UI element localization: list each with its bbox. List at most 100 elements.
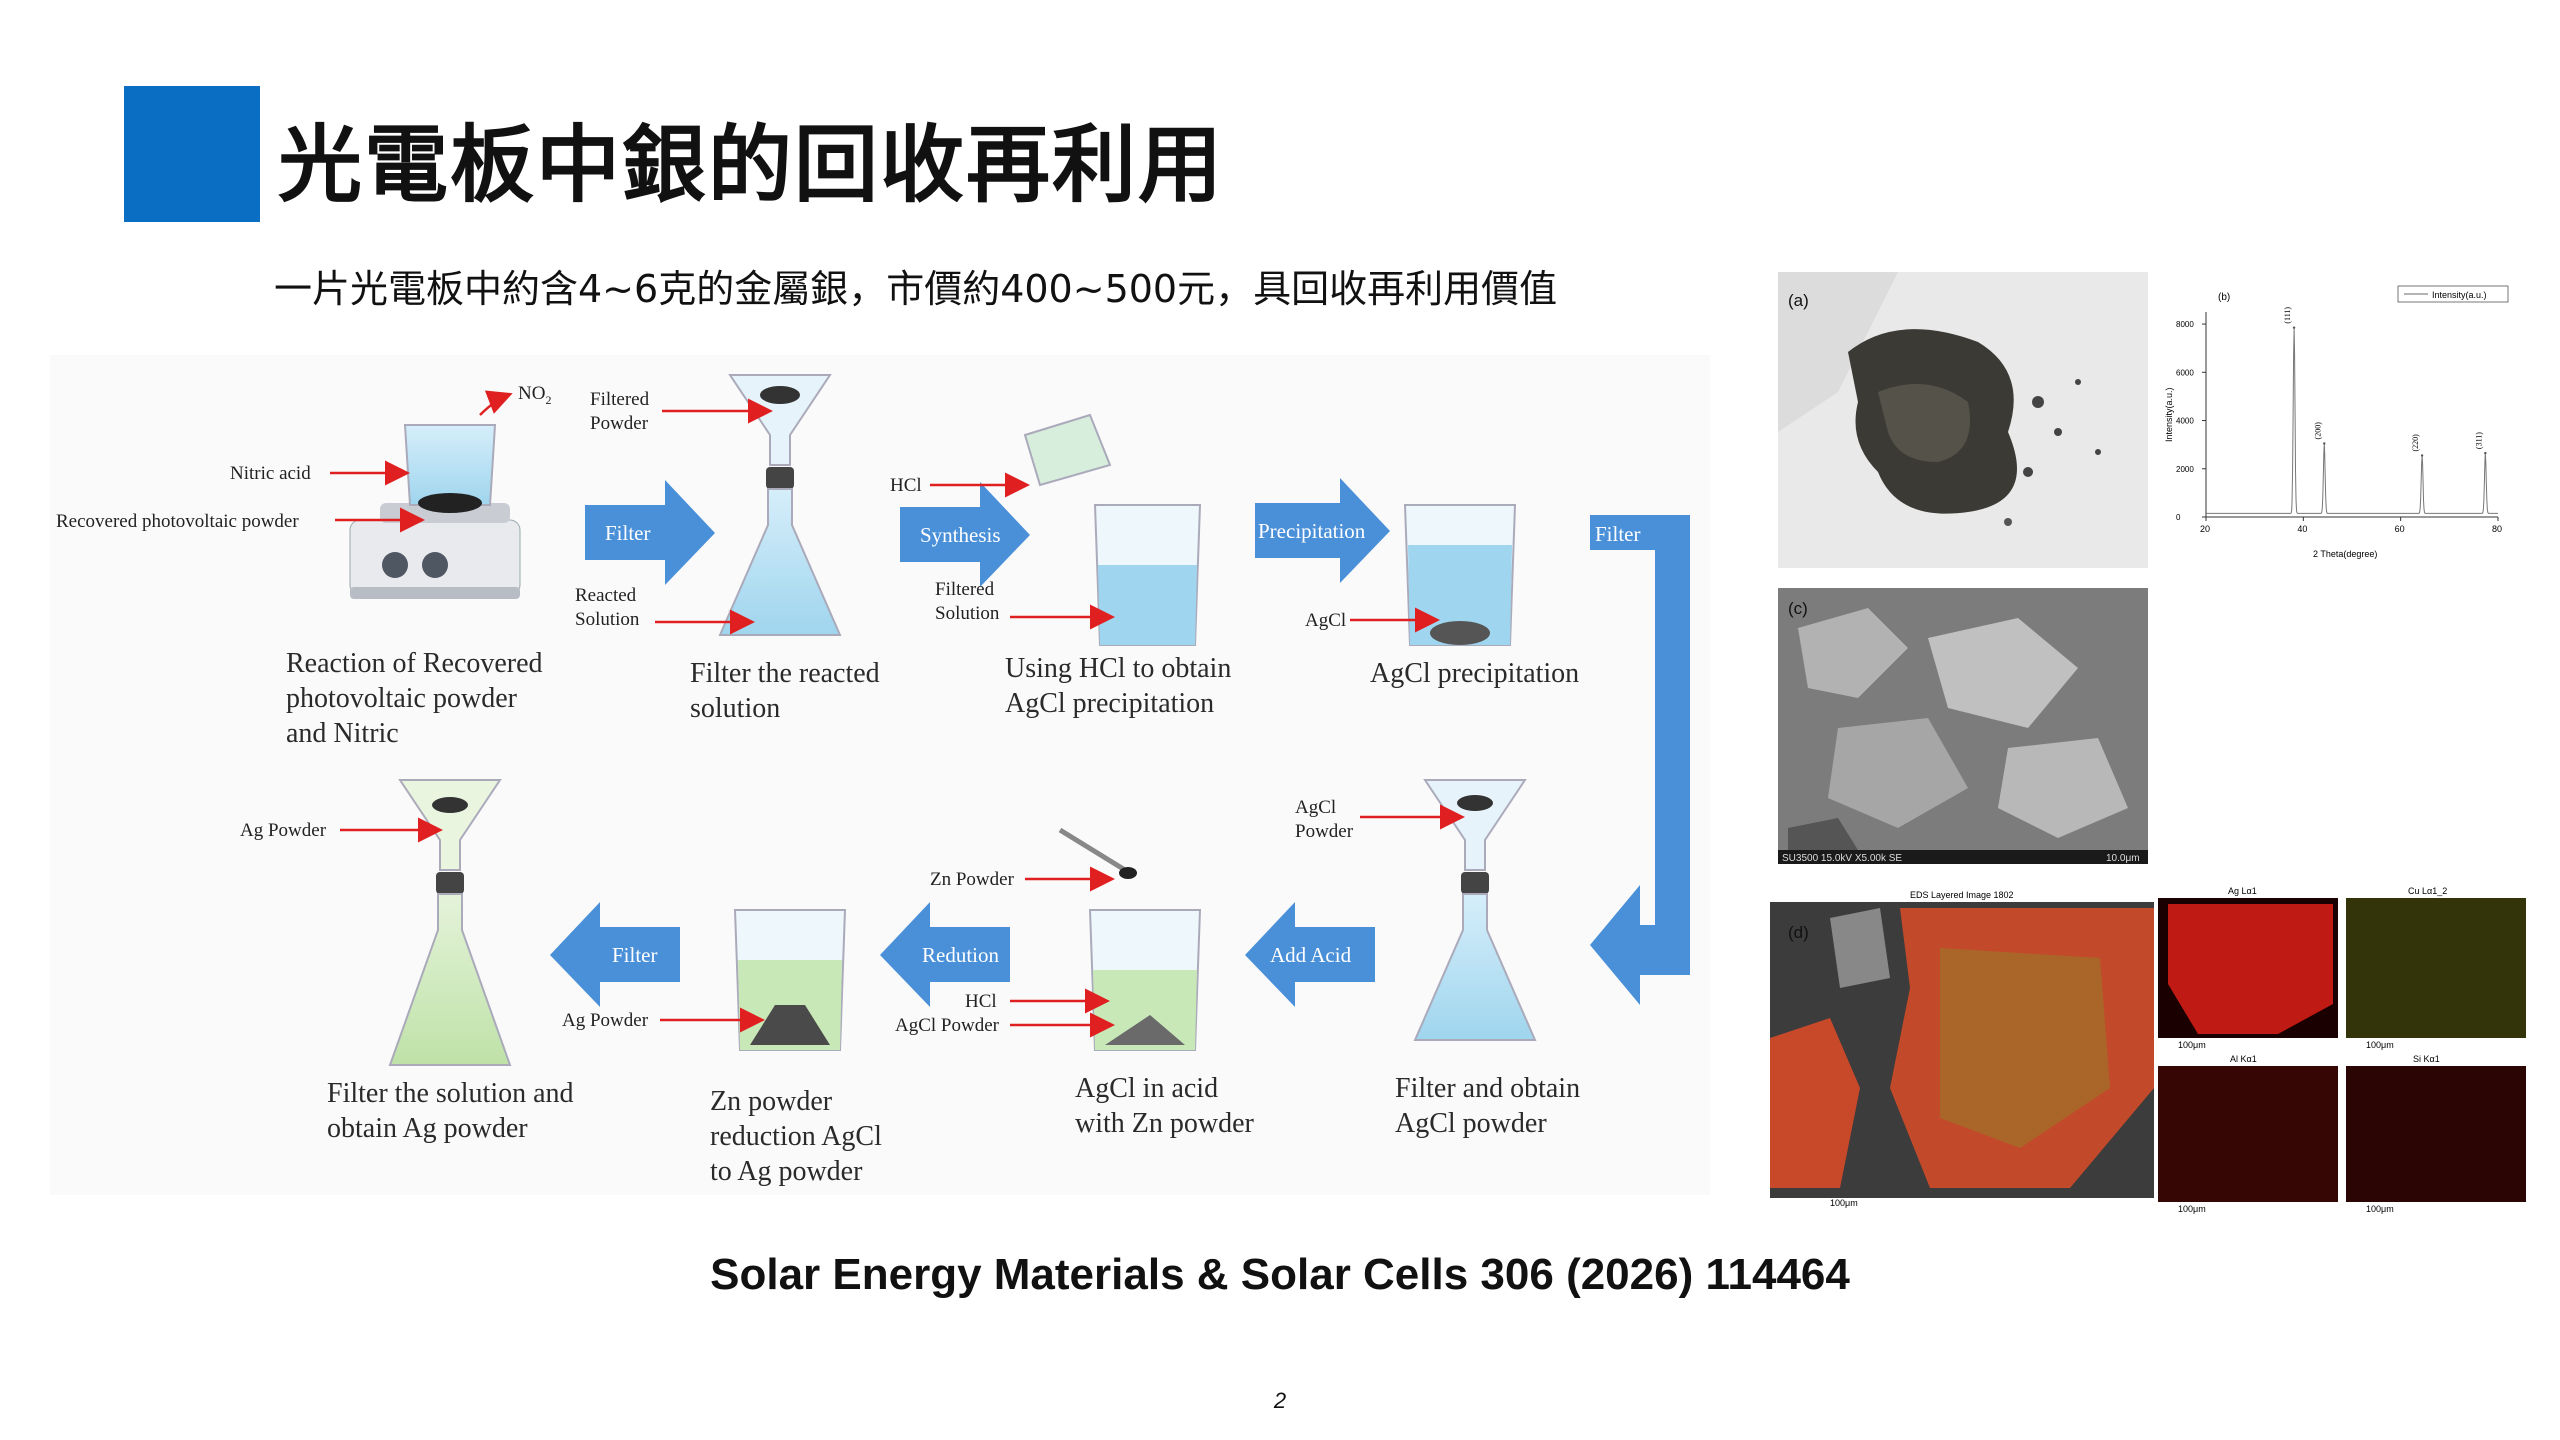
arrow-add-acid: Add Acid bbox=[1245, 902, 1375, 1007]
arrow-synthesis: Synthesis bbox=[900, 482, 1030, 587]
y-tick-label: 6000 bbox=[2176, 368, 2194, 377]
arrow-precipitation: Precipitation bbox=[1255, 478, 1390, 583]
svg-text:Synthesis: Synthesis bbox=[920, 523, 1001, 547]
y-tick-label: 2000 bbox=[2176, 465, 2194, 474]
step5-caption: Filter and obtain AgCl powder bbox=[1395, 1073, 1587, 1139]
arrow-filter-final: Filter bbox=[550, 902, 680, 1007]
panel-a-label: (a) bbox=[1788, 291, 1809, 310]
xrd-peak-point bbox=[2484, 451, 2487, 455]
arrow-redution: Redution bbox=[880, 902, 1010, 1007]
label-filtered-solution-2: Solution bbox=[935, 603, 1000, 624]
label-ag-powder-2: Ag Powder bbox=[240, 820, 327, 841]
step7-beaker bbox=[733, 909, 847, 1051]
label-agcl-powder: AgCl Powder bbox=[895, 1015, 1000, 1036]
map-title-si: Si Kα1 bbox=[2413, 1054, 2440, 1064]
citation: Solar Energy Materials & Solar Cells 306… bbox=[710, 1250, 1850, 1299]
x-tick-label: 40 bbox=[2297, 524, 2307, 534]
xrd-peak-point bbox=[2323, 442, 2326, 445]
xrd-chart: (b) Intensity(a.u.) 20 40 60 80 0 2000 4000 600… bbox=[2158, 272, 2518, 568]
step3-beaker bbox=[1023, 413, 1202, 646]
arrow-filter-1: Filter bbox=[585, 480, 715, 585]
label-agcl: AgCl bbox=[1305, 610, 1346, 631]
label-zn-powder: Zn Powder bbox=[930, 869, 1015, 890]
label-powder: Powder bbox=[590, 413, 649, 434]
step5-funnel-flask bbox=[1413, 779, 1537, 1041]
label-reacted: Reacted bbox=[575, 585, 637, 606]
xrd-peak-label: (220) bbox=[2411, 434, 2420, 452]
xrd-peak-point bbox=[2420, 454, 2424, 457]
sem-scale: 10.0μm bbox=[2106, 853, 2140, 864]
xrd-peak-label: (111) bbox=[2283, 307, 2292, 324]
sem-info: SU3500 15.0kV X5.00k SE bbox=[1782, 853, 1902, 864]
eds-layered-image: EDS Layered Image 1802 (d) 100μm bbox=[1770, 888, 2154, 1208]
step6-caption: AgCl in acid with Zn powder bbox=[1075, 1073, 1255, 1139]
xrd-peak-label: (311) bbox=[2474, 432, 2483, 449]
y-tick-label: 0 bbox=[2176, 513, 2181, 522]
label-no2: NO2 bbox=[518, 383, 551, 407]
label-hcl: HCl bbox=[890, 475, 922, 496]
label-filtered: Filtered bbox=[590, 389, 650, 410]
chart-plot-area: (111) (200) (220) (311) bbox=[2206, 307, 2498, 514]
panel-c-label: (c) bbox=[1788, 599, 1808, 618]
step3-caption: Using HCl to obtain AgCl precipitation bbox=[1005, 653, 1238, 719]
eds-scale: 100μm bbox=[1830, 1198, 1858, 1208]
eds-title: EDS Layered Image 1802 bbox=[1910, 890, 2014, 900]
map-ag-scale: 100μm bbox=[2178, 1040, 2206, 1050]
label-nitric-acid: Nitric acid bbox=[230, 463, 311, 484]
x-tick-label: 80 bbox=[2492, 524, 2502, 534]
chart-axes: 20 40 60 80 0 2000 4000 6000 8000 bbox=[2176, 312, 2502, 534]
silver-recovery-flow-diagram: Nitric acid Recovered photovoltaic powde… bbox=[50, 355, 1710, 1195]
step1-hotplate-beaker bbox=[349, 424, 521, 599]
map-title-al: Al Kα1 bbox=[2230, 1054, 2257, 1064]
xrd-peak-point bbox=[2292, 326, 2296, 329]
title-accent-block bbox=[124, 86, 260, 222]
step2-caption: Filter the reacted solution bbox=[690, 658, 887, 724]
svg-text:Redution: Redution bbox=[922, 943, 999, 967]
label-powder-2: Powder bbox=[1295, 821, 1354, 842]
chart-legend: Intensity(a.u.) bbox=[2397, 285, 2509, 303]
y-tick-label: 4000 bbox=[2176, 417, 2194, 426]
step4-caption: AgCl precipitation bbox=[1370, 658, 1579, 689]
svg-text:Add Acid: Add Acid bbox=[1270, 943, 1352, 967]
map-si-scale: 100μm bbox=[2366, 1204, 2394, 1214]
svg-text:Filter: Filter bbox=[612, 943, 658, 967]
panel-d-label: (d) bbox=[1788, 923, 1809, 942]
label-solution: Solution bbox=[575, 609, 640, 630]
x-axis-label: 2 Theta(degree) bbox=[2313, 549, 2377, 559]
sem-image: SU3500 15.0kV X5.00k SE 10.0μm (c) bbox=[1778, 588, 2148, 864]
xrd-series-line bbox=[2206, 327, 2498, 514]
step8-funnel-flask bbox=[388, 779, 512, 1066]
step1-caption: Reaction of Recovered photovoltaic powde… bbox=[286, 648, 550, 749]
y-tick-label: 8000 bbox=[2176, 320, 2194, 329]
step8-caption: Filter the solution and obtain Ag powder bbox=[327, 1078, 581, 1144]
arrow-filter-bend: Filter bbox=[1590, 515, 1690, 1005]
knob-icon bbox=[382, 552, 408, 578]
page-number: 2 bbox=[1273, 1388, 1287, 1413]
label-hcl-2: HCl bbox=[965, 991, 997, 1012]
label-agcl-2: AgCl bbox=[1295, 797, 1336, 818]
x-tick-label: 20 bbox=[2200, 524, 2210, 534]
panel-b-label: (b) bbox=[2218, 292, 2230, 303]
svg-text:Filter: Filter bbox=[1595, 522, 1641, 546]
map-cu-scale: 100μm bbox=[2366, 1040, 2394, 1050]
page-title: 光電板中銀的回收再利用 bbox=[278, 116, 1225, 214]
svg-text:Filter: Filter bbox=[605, 521, 651, 545]
map-al-scale: 100μm bbox=[2178, 1204, 2206, 1214]
photo-silver-powder: (a) bbox=[1778, 272, 2148, 568]
step7-caption: Zn powder reduction AgCl to Ag powder bbox=[710, 1086, 889, 1187]
xrd-peak-label: (200) bbox=[2313, 422, 2322, 440]
label-filtered-solution-1: Filtered bbox=[935, 579, 995, 600]
page-subtitle: 一片光電板中約含4~6克的金屬銀，市價約400~500元，具回收再利用價值 bbox=[274, 267, 1558, 311]
spatula-icon bbox=[1058, 827, 1127, 873]
label-recovered-powder: Recovered photovoltaic powder bbox=[56, 511, 299, 532]
map-title-cu: Cu Lα1_2 bbox=[2408, 886, 2447, 896]
eds-element-maps: Ag Lα1 100μm Cu Lα1_2 100μm Al Kα1 100μm… bbox=[2158, 884, 2528, 1214]
label-ag-powder: Ag Powder bbox=[562, 1010, 649, 1031]
x-tick-label: 60 bbox=[2395, 524, 2405, 534]
legend-label: Intensity(a.u.) bbox=[2432, 290, 2487, 300]
svg-text:Precipitation: Precipitation bbox=[1258, 519, 1366, 543]
map-title-ag: Ag Lα1 bbox=[2228, 886, 2257, 896]
knob-icon bbox=[422, 552, 448, 578]
y-axis-label: Intensity(a.u.) bbox=[2164, 387, 2174, 442]
step4-beaker bbox=[1403, 504, 1517, 646]
